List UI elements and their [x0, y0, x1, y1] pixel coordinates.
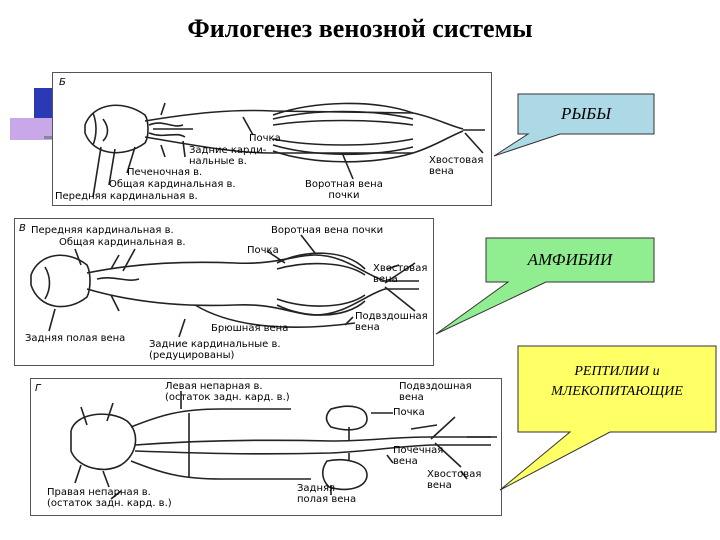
label-fish-renal-portal: Воротная вена почки [305, 179, 383, 201]
label-rept-iliac: Подвздошная вена [399, 381, 472, 403]
fish-callout-shape [493, 93, 655, 157]
reptile-callout-text: РЕПТИЛИИ и МЛЕКОПИТАЮЩИЕ [551, 364, 683, 399]
label-rept-left-azygos: Левая непарная в. (остаток задн. кард. в… [165, 381, 290, 403]
label-amph-iliac: Подвздошная вена [355, 311, 428, 333]
reptile-vein-diagram [70, 391, 497, 500]
label-fish-common-cardinal: Общая кардинальная в. [109, 179, 236, 190]
fish-callout-text: РЫБЫ [560, 104, 612, 123]
amphibian-diagram-panel: В Передняя кардинальная в. Общая кардина… [14, 218, 434, 366]
label-rept-right-azygos: Правая непарная в. (остаток задн. кард. … [47, 487, 172, 509]
reptile-diagram-panel: Г Левая непарная в. (остаток задн. кард.… [30, 378, 502, 516]
amphibian-vein-diagram [30, 234, 419, 338]
label-fish-caudal: Хвостовая вена [429, 155, 484, 177]
label-rept-caudal: Хвостовая вена [427, 469, 482, 491]
label-fish-kidney: Почка [249, 133, 281, 144]
decor-lilac-block [10, 118, 62, 140]
amphibian-callout-text: АМФИБИИ [527, 250, 613, 269]
label-amph-posterior-cardinal: Задние кардинальные в. (редуцированы) [149, 339, 281, 361]
amphibian-callout-shape [435, 237, 655, 335]
label-rept-kidney: Почка [393, 407, 425, 418]
slide-title: Филогенез венозной системы [187, 14, 533, 43]
panel-letter-v: В [19, 223, 26, 234]
label-amph-anterior-cardinal: Передняя кардинальная в. [31, 225, 174, 236]
label-amph-common-cardinal: Общая кардинальная в. [59, 237, 186, 248]
label-fish-anterior-cardinal: Передняя кардинальная в. [55, 191, 198, 202]
label-fish-hepatic: Печеночная в. [127, 167, 203, 178]
label-amph-caudal: Хвостовая вена [373, 263, 428, 285]
label-amph-abdominal: Брюшная вена [211, 323, 289, 334]
label-fish-posterior-cardinal: Задние карди- нальные в. [189, 145, 267, 167]
label-rept-renal: Почечная вена [393, 445, 444, 467]
label-amph-kidney: Почка [247, 245, 279, 256]
panel-letter-g: Г [35, 383, 41, 394]
fish-diagram-panel: Б Задние карди- нальные в. Почка Печеноч… [52, 72, 492, 206]
label-amph-renal-portal: Воротная вена почки [271, 225, 384, 236]
label-amph-posterior-vena-cava: Задняя полая вена [25, 333, 126, 344]
panel-letter-b: Б [59, 77, 66, 88]
reptile-callout-shape [499, 345, 717, 491]
fish-vein-diagram [84, 102, 485, 198]
label-rept-posterior-vena-cava: Задняя полая вена [297, 483, 357, 505]
